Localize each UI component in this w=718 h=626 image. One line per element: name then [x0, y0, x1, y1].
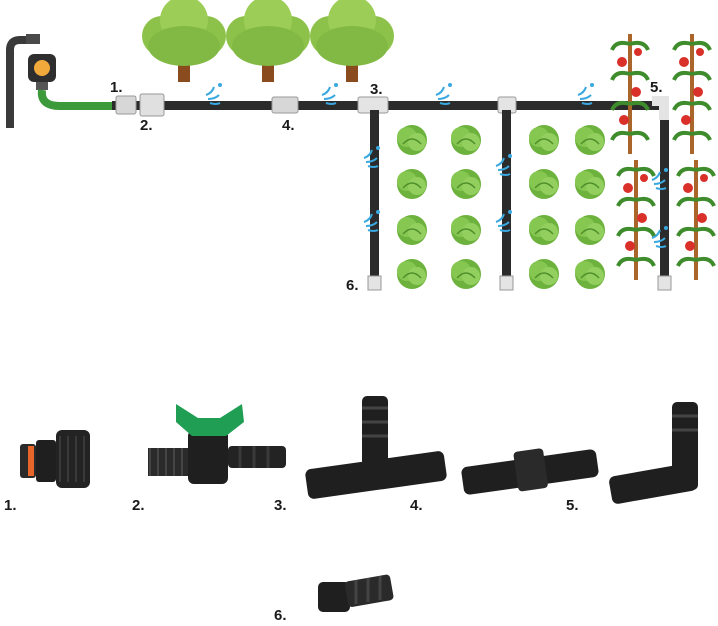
- water-drip-icon: [205, 82, 223, 105]
- faucet-icon: [6, 34, 40, 128]
- part-straight-coupling: [461, 448, 599, 495]
- cabbage-icon: [528, 258, 560, 290]
- tomato-plant-icon: [616, 158, 656, 282]
- part-tee-connector: [305, 396, 447, 499]
- tomato-plant-icon: [610, 32, 650, 156]
- part-quick-connector: [20, 430, 90, 488]
- cabbage-icon: [574, 168, 606, 200]
- tomato-plant-icon: [672, 32, 712, 156]
- fitting-connector-1: [115, 95, 137, 115]
- branch-line: [660, 120, 669, 280]
- part-elbow-connector: [609, 402, 698, 504]
- diagram-label-3: 3.: [370, 81, 383, 98]
- branch-line: [502, 110, 511, 280]
- cabbage-icon: [396, 124, 428, 156]
- diagram-label-4: 4.: [282, 117, 295, 134]
- diagram-label-1: 1.: [110, 79, 123, 96]
- cabbage-icon: [528, 168, 560, 200]
- branch-line: [370, 110, 379, 280]
- cabbage-icon: [396, 168, 428, 200]
- cabbage-icon: [450, 258, 482, 290]
- water-drip-icon: [577, 82, 595, 105]
- water-drip-icon: [321, 82, 339, 105]
- garden-hose: [37, 89, 112, 110]
- diagram-label-6: 6.: [346, 277, 359, 294]
- cabbage-icon: [450, 124, 482, 156]
- cabbage-icon: [528, 124, 560, 156]
- part-end-plug: [318, 574, 394, 612]
- tree-icon: [142, 0, 226, 82]
- tree-icon: [310, 0, 394, 82]
- cabbage-icon: [450, 214, 482, 246]
- cabbage-icon: [574, 124, 606, 156]
- part-label-6: 6.: [274, 607, 287, 624]
- cabbage-icon: [528, 214, 560, 246]
- cabbage-field: [396, 124, 606, 290]
- part-ball-valve: [148, 404, 286, 484]
- part-label-2: 2.: [132, 497, 145, 514]
- cabbage-icon: [396, 214, 428, 246]
- fitting-end-plug-6: [367, 275, 382, 291]
- part-label-5: 5.: [566, 497, 579, 514]
- fitting-coupling-4: [271, 96, 299, 114]
- diagram-label-5: 5.: [650, 79, 663, 96]
- cabbage-icon: [450, 168, 482, 200]
- part-label-1: 1.: [4, 497, 17, 514]
- fitting-elbow-5: [652, 96, 669, 120]
- tree-icon: [226, 0, 310, 82]
- tomato-plant-icon: [676, 158, 716, 282]
- cabbage-icon: [574, 258, 606, 290]
- diagram-label-2: 2.: [140, 117, 153, 134]
- part-label-3: 3.: [274, 497, 287, 514]
- timer-icon: [28, 54, 56, 90]
- fitting-end-plug: [657, 275, 672, 291]
- cabbage-icon: [574, 214, 606, 246]
- cabbage-icon: [396, 258, 428, 290]
- water-drip-icon: [435, 82, 453, 105]
- part-label-4: 4.: [410, 497, 423, 514]
- fitting-valve-2: [139, 93, 165, 117]
- fitting-end-plug: [499, 275, 514, 291]
